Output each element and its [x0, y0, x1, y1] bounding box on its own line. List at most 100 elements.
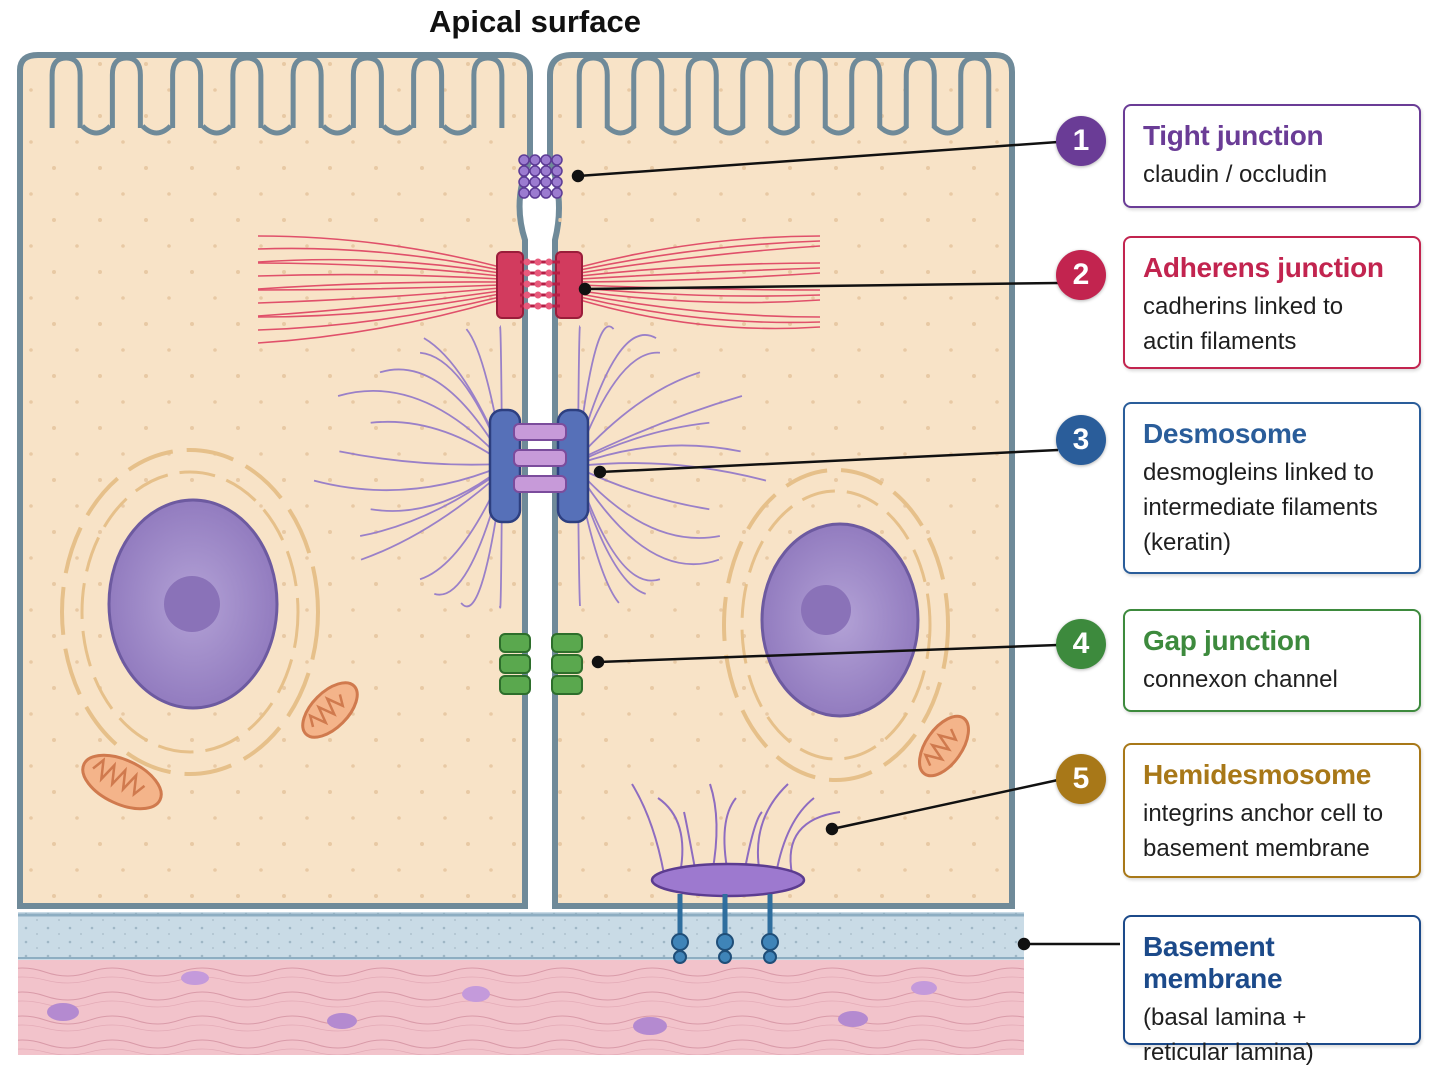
keratin-filament	[379, 368, 503, 459]
legend-gap-junction: Gap junction connexon channel	[1123, 609, 1421, 712]
badge-tight-junction: 1	[1056, 116, 1106, 166]
actin-filament	[257, 290, 501, 317]
legend-title: Basement membrane	[1143, 931, 1283, 994]
actin-filament	[579, 293, 821, 318]
adherens-junction	[257, 235, 821, 344]
cadherin-bead	[545, 291, 553, 299]
actin-filament	[257, 262, 501, 277]
actin-filament	[579, 299, 821, 330]
claudin-bead	[529, 176, 541, 188]
integrin-bead	[761, 933, 779, 951]
apical-surface-title: Apical surface	[429, 4, 641, 39]
cadherin-bead	[534, 280, 542, 288]
claudin-bead	[551, 176, 563, 188]
legend-adherens-junction: Adherens junction cadherins linked to ac…	[1123, 236, 1421, 369]
actin-filament	[257, 281, 501, 290]
right-organelles	[722, 468, 970, 782]
keratin-filament	[657, 797, 684, 875]
keratin-filament	[339, 450, 503, 466]
keratin-filament	[577, 444, 741, 465]
claudin-bead	[518, 154, 530, 166]
connexon	[499, 633, 531, 653]
claudin-bead	[540, 176, 552, 188]
connexon	[551, 633, 583, 653]
claudin-bead	[518, 187, 530, 199]
microvillus	[170, 55, 204, 128]
desmoglein	[513, 423, 567, 441]
claudin-bead	[551, 154, 563, 166]
claudin-bead	[551, 165, 563, 177]
microvillus	[576, 55, 610, 128]
actin-filament	[257, 247, 501, 271]
microvillus	[411, 55, 445, 128]
badge-gap-junction: 4	[1056, 619, 1106, 669]
microvillus	[631, 55, 665, 128]
actin-filament	[579, 267, 821, 280]
keratin-filament	[631, 783, 665, 875]
cadherin-bead	[534, 302, 542, 310]
basement-membrane	[18, 912, 1024, 960]
cadherin-bead	[545, 302, 553, 310]
microvillus	[958, 55, 992, 128]
legend-title: Adherens junction	[1143, 252, 1384, 283]
keratin-filament	[756, 783, 789, 875]
microvillus	[794, 55, 828, 128]
desmosome	[313, 325, 767, 609]
keratin-filament	[370, 420, 503, 463]
legend-hemidesmosome: Hemidesmosome integrins anchor cell to b…	[1123, 743, 1421, 878]
keratin-filament	[577, 467, 710, 511]
right-nucleolus	[801, 585, 851, 635]
cadherin-bead	[523, 302, 531, 310]
microvillus	[685, 55, 719, 128]
claudin-bead	[540, 154, 552, 166]
integrin-bead	[718, 950, 732, 964]
leader-lines	[571, 140, 1120, 951]
claudin-bead	[529, 187, 541, 199]
mitochondrion	[81, 753, 163, 811]
cadherin-bead	[545, 280, 553, 288]
actin-filament	[257, 284, 501, 291]
cadherin-bead	[523, 291, 531, 299]
legend-description: cadherins linked to actin filaments	[1143, 293, 1344, 355]
mitochondrion	[301, 681, 359, 739]
cadherin-bead	[534, 291, 542, 299]
actin-filament	[257, 235, 501, 268]
integrin-bead	[673, 950, 687, 964]
actin-filament	[257, 273, 501, 280]
connective-tissue	[18, 958, 1024, 1055]
microvillus	[903, 55, 937, 128]
claudin-bead	[540, 165, 552, 177]
claudin-bead	[529, 154, 541, 166]
actin-filament	[257, 299, 501, 344]
legend-title: Tight junction	[1143, 120, 1324, 151]
microvillus	[350, 55, 384, 128]
cadherin-bead	[523, 258, 531, 266]
microvillus	[740, 55, 774, 128]
legend-description: integrins anchor cell to basement membra…	[1143, 800, 1384, 862]
badge-desmosome: 3	[1056, 415, 1106, 465]
cadherin-bead	[523, 280, 531, 288]
microvillus	[49, 55, 83, 128]
microvillus	[230, 55, 264, 128]
cadherin-bead	[523, 269, 531, 277]
keratin-filament	[577, 471, 720, 565]
integrin-bead	[716, 933, 734, 951]
actin-filament	[257, 296, 501, 331]
cadherin-bead	[545, 258, 553, 266]
claudin-bead	[529, 165, 541, 177]
actin-filament	[257, 258, 501, 274]
cadherin-bead	[545, 269, 553, 277]
legend-description: (basal lamina + reticular lamina)	[1143, 1004, 1314, 1066]
legend-description: desmogleins linked to intermediate filam…	[1143, 459, 1378, 556]
keratin-filament	[337, 389, 503, 461]
legend-description: claudin / occludin	[1143, 161, 1328, 188]
actin-filament	[579, 287, 821, 297]
cadherin-bead	[534, 269, 542, 277]
keratin-filament	[360, 471, 503, 561]
microvillus	[849, 55, 883, 128]
keratin-filament	[313, 465, 503, 492]
keratin-filament	[577, 421, 710, 463]
gap-junction	[499, 633, 583, 695]
microvilli	[49, 55, 992, 136]
actin-filament	[579, 262, 821, 277]
